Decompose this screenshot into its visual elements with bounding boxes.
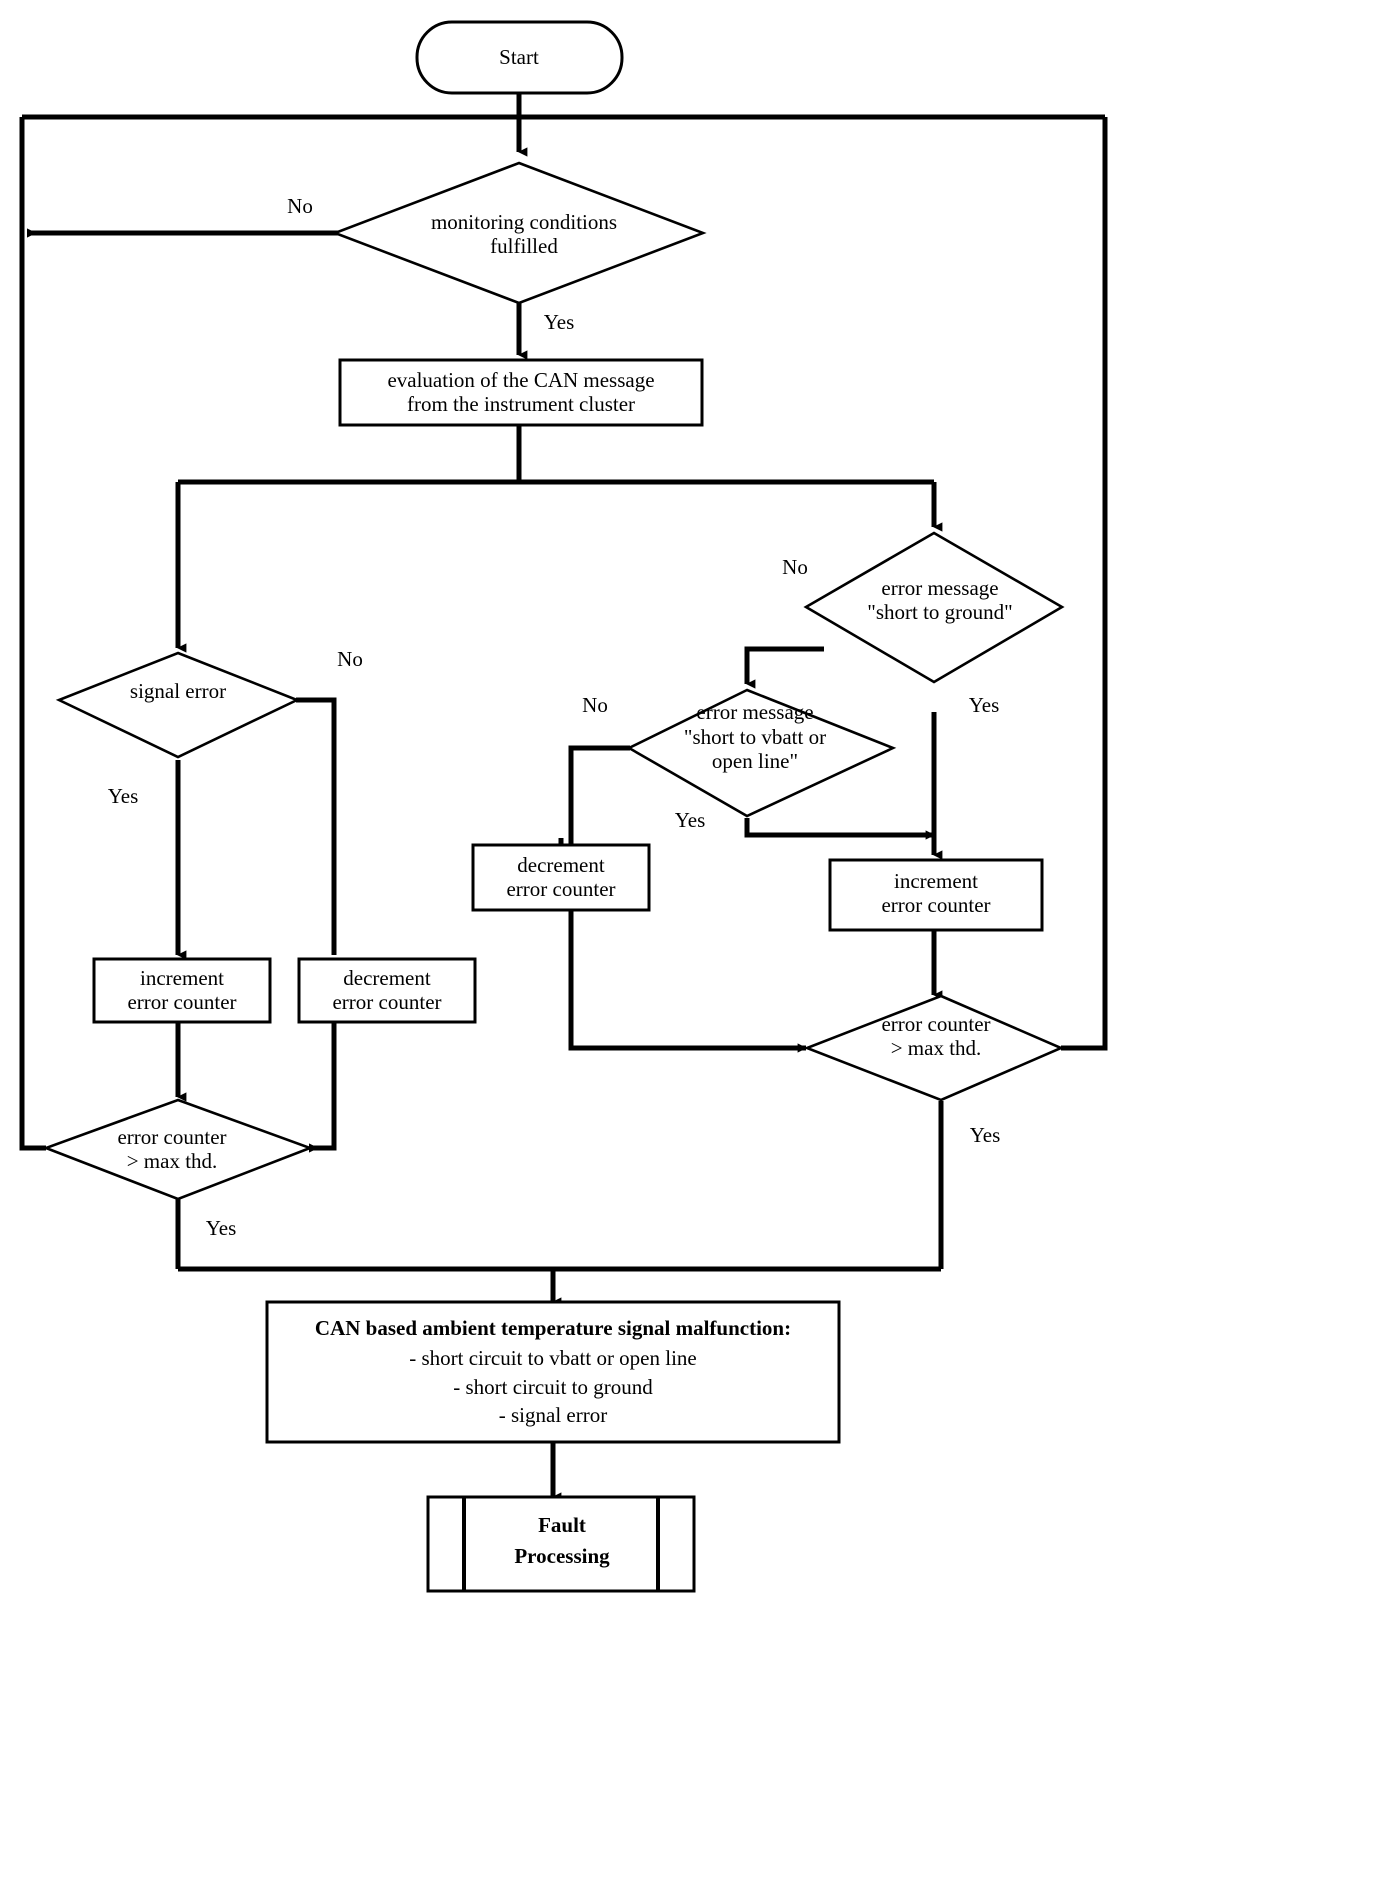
node-start-label: Start — [499, 45, 539, 69]
node-increment-right — [828, 858, 1044, 932]
node-evaluation — [338, 358, 704, 427]
node-counter-right — [803, 994, 1065, 1102]
node-increment-right-line1: increment — [894, 869, 978, 893]
edge-label-signal-error-yes: Yes — [108, 784, 139, 808]
node-short-to-ground — [803, 531, 1065, 684]
node-decrement-left-line2: error counter — [332, 990, 441, 1014]
node-counter-left — [42, 1098, 314, 1201]
edge-label-counter-right-yes: Yes — [970, 1123, 1001, 1147]
node-short-vbatt-line2: "short to vbatt or — [684, 725, 826, 749]
node-fault-line2: Processing — [514, 1544, 610, 1568]
node-counter-right-line2: > max thd. — [891, 1036, 982, 1060]
node-decrement-right-line2: error counter — [506, 877, 615, 901]
node-increment-left-line2: error counter — [127, 990, 236, 1014]
node-fault-processing — [426, 1495, 696, 1593]
edge-label-signal-error-no: No — [337, 647, 363, 671]
edge-counter-left-loop — [19, 117, 46, 1151]
node-malfunction-line3: - short circuit to ground — [453, 1375, 653, 1399]
node-monitoring-line2: fulfilled — [490, 234, 558, 258]
node-evaluation-line1: evaluation of the CAN message — [387, 368, 654, 392]
edge-label-monitoring-no: No — [287, 194, 313, 218]
node-monitoring-conditions — [331, 161, 707, 305]
node-increment-left-line1: increment — [140, 966, 224, 990]
node-signal-error-label: signal error — [130, 679, 226, 703]
edge-short-vbatt-yes — [744, 818, 935, 840]
node-start — [415, 20, 624, 95]
edge-label-monitoring-yes: Yes — [544, 310, 575, 334]
node-decrement-right-line1: decrement — [517, 853, 605, 877]
node-short-ground-line2: "short to ground" — [867, 600, 1012, 624]
node-short-ground-line1: error message — [881, 576, 998, 600]
node-malfunction — [265, 1300, 841, 1444]
edge-label-short-vbatt-yes: Yes — [675, 808, 706, 832]
edge-label-short-vbatt-no: No — [582, 693, 608, 717]
edge-decrement-left-to-counter — [309, 1020, 337, 1153]
node-counter-left-line1: error counter — [117, 1125, 226, 1149]
node-short-to-vbatt — [626, 688, 897, 818]
node-decrement-left — [297, 957, 477, 1024]
edge-signal-error-no — [296, 697, 337, 955]
node-malfunction-line4: - signal error — [499, 1403, 607, 1427]
edge-label-counter-left-yes: Yes — [206, 1216, 237, 1240]
node-counter-right-line1: error counter — [881, 1012, 990, 1036]
node-decrement-right — [471, 843, 651, 912]
node-increment-left — [92, 957, 272, 1024]
node-malfunction-line2: - short circuit to vbatt or open line — [409, 1346, 697, 1370]
node-monitoring-line1: monitoring conditions — [431, 210, 617, 234]
edge-short-ground-no — [744, 646, 824, 689]
edge-label-short-ground-no: No — [782, 555, 808, 579]
node-short-vbatt-line3: open line" — [712, 749, 798, 773]
node-decrement-left-line1: decrement — [343, 966, 431, 990]
node-fault-line1: Fault — [538, 1513, 586, 1537]
node-evaluation-line2: from the instrument cluster — [407, 392, 635, 416]
edge-counter-right-loop — [1061, 117, 1108, 1051]
node-signal-error — [55, 651, 301, 759]
node-short-vbatt-line1: error message — [696, 700, 813, 724]
node-increment-right-line2: error counter — [881, 893, 990, 917]
node-malfunction-line1: CAN based ambient temperature signal mal… — [315, 1316, 791, 1340]
edge-label-short-ground-yes: Yes — [969, 693, 1000, 717]
node-counter-left-line2: > max thd. — [127, 1149, 218, 1173]
